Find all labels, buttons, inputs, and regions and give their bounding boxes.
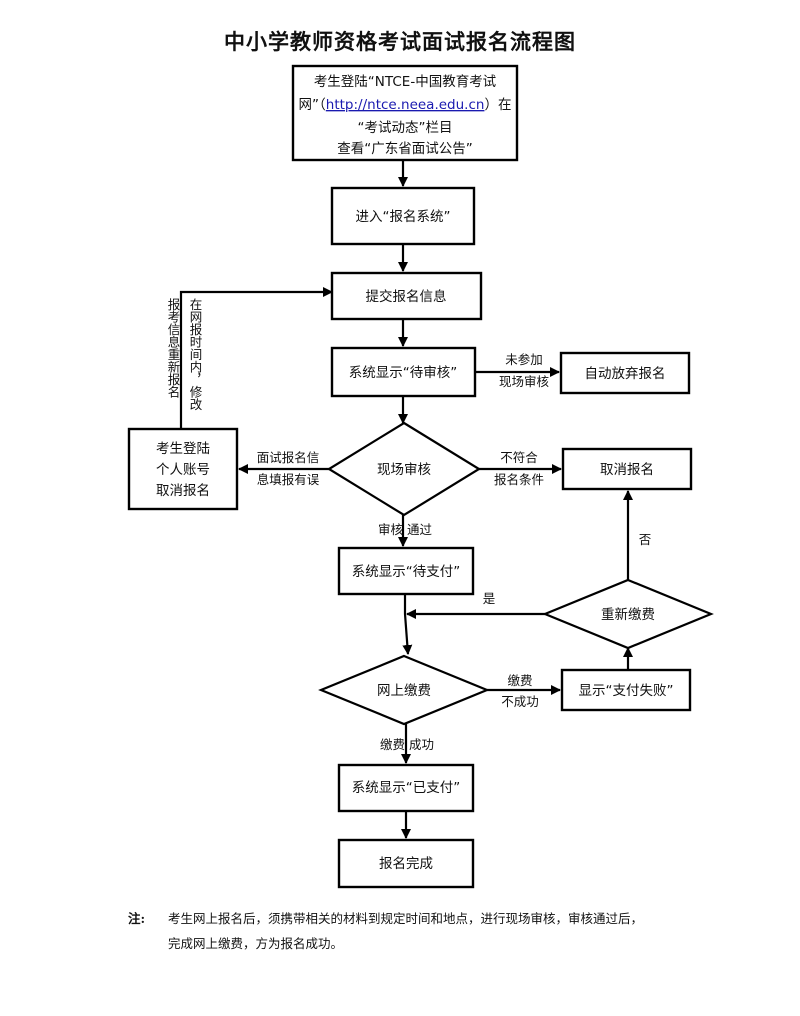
arrow-pending-payment-to-online bbox=[402, 594, 413, 655]
repay-label: 重新缴费 bbox=[601, 607, 655, 623]
edge-not-attend-line2: 现场审核 bbox=[499, 374, 550, 389]
edge-resubmit-col2: 在网报时间内，修改 bbox=[188, 298, 203, 411]
enter-system-label: 进入“报名系统” bbox=[356, 209, 451, 225]
login-cancel-line2: 个人账号 bbox=[156, 462, 210, 478]
edge-info-error-line2: 息填报有误 bbox=[257, 472, 320, 487]
cancel-label: 取消报名 bbox=[600, 462, 654, 478]
footnote-line1: 考生网上报名后，须携带相关的材料到规定时间和地点，进行现场审核，审核通过后， bbox=[168, 911, 644, 926]
auto-abandon-label: 自动放弃报名 bbox=[585, 366, 666, 382]
edge-not-qualified-line2: 报名条件 bbox=[494, 472, 544, 487]
complete-label: 报名完成 bbox=[379, 856, 433, 872]
start-line1: 考生登陆“NTCE-中国教育考试 bbox=[314, 74, 497, 90]
edge-pay-success: 缴费 成功 bbox=[380, 737, 434, 752]
pending-review-label: 系统显示“待审核” bbox=[349, 365, 458, 381]
edge-pay-failed-line2: 不成功 bbox=[501, 694, 539, 709]
node-cancel: 取消报名 bbox=[561, 447, 693, 491]
onsite-review-label: 现场审核 bbox=[377, 462, 431, 478]
paid-label: 系统显示“已支付” bbox=[352, 780, 461, 796]
edge-not-attend-line1: 未参加 bbox=[505, 352, 543, 367]
arrow-resubmit-loop bbox=[179, 287, 333, 429]
ntce-link[interactable]: http://ntce.neea.edu.cn bbox=[326, 97, 485, 113]
node-paid: 系统显示“已支付” bbox=[337, 763, 475, 813]
start-line2-pre: 网”（ bbox=[299, 97, 326, 113]
node-repay: 重新缴费 bbox=[542, 578, 714, 650]
edge-no: 否 bbox=[639, 532, 652, 547]
node-online-payment: 网上缴费 bbox=[318, 654, 490, 726]
footnote-label: 注: bbox=[128, 911, 146, 926]
node-complete: 报名完成 bbox=[337, 838, 475, 889]
node-pending-payment: 系统显示“待支付” bbox=[337, 546, 475, 596]
node-payment-failed: 显示“支付失败” bbox=[560, 668, 692, 712]
node-pending-review: 系统显示“待审核” bbox=[330, 346, 477, 398]
start-line4: 查看“广东省面试公告” bbox=[337, 141, 473, 157]
login-cancel-line3: 取消报名 bbox=[156, 483, 210, 499]
pending-payment-label: 系统显示“待支付” bbox=[352, 564, 461, 580]
footnote: 注: 考生网上报名后，须携带相关的材料到规定时间和地点，进行现场审核，审核通过后，… bbox=[128, 906, 728, 956]
edge-info-error-line1: 面试报名信 bbox=[257, 450, 320, 465]
node-enter-system: 进入“报名系统” bbox=[330, 186, 476, 246]
node-start: 考生登陆“NTCE-中国教育考试 网”（http://ntce.neea.edu… bbox=[291, 64, 519, 162]
edge-pay-failed-line1: 缴费 bbox=[507, 673, 532, 688]
node-auto-abandon: 自动放弃报名 bbox=[559, 351, 691, 395]
online-payment-label: 网上缴费 bbox=[377, 683, 431, 699]
edge-not-qualified-line1: 不符合 bbox=[500, 450, 538, 465]
login-cancel-line1: 考生登陆 bbox=[156, 441, 210, 457]
start-line2-post: ）在 bbox=[484, 97, 511, 113]
node-submit-info: 提交报名信息 bbox=[330, 271, 483, 321]
start-line3: “考试动态”栏目 bbox=[358, 120, 453, 136]
edge-resubmit-col1: 报考信息重新报名 bbox=[166, 297, 181, 398]
edge-yes: 是 bbox=[483, 591, 496, 606]
footnote-line2: 完成网上缴费，方为报名成功。 bbox=[168, 936, 344, 951]
page-title: 中小学教师资格考试面试报名流程图 bbox=[224, 30, 576, 54]
node-login-cancel: 考生登陆 个人账号 取消报名 bbox=[127, 427, 239, 511]
start-line2: 网”（http://ntce.neea.edu.cn）在 bbox=[299, 97, 512, 113]
payment-failed-label: 显示“支付失败” bbox=[579, 683, 674, 699]
submit-info-label: 提交报名信息 bbox=[366, 288, 447, 305]
edge-review-pass: 审核 通过 bbox=[378, 522, 432, 537]
node-onsite-review: 现场审核 bbox=[326, 421, 482, 517]
